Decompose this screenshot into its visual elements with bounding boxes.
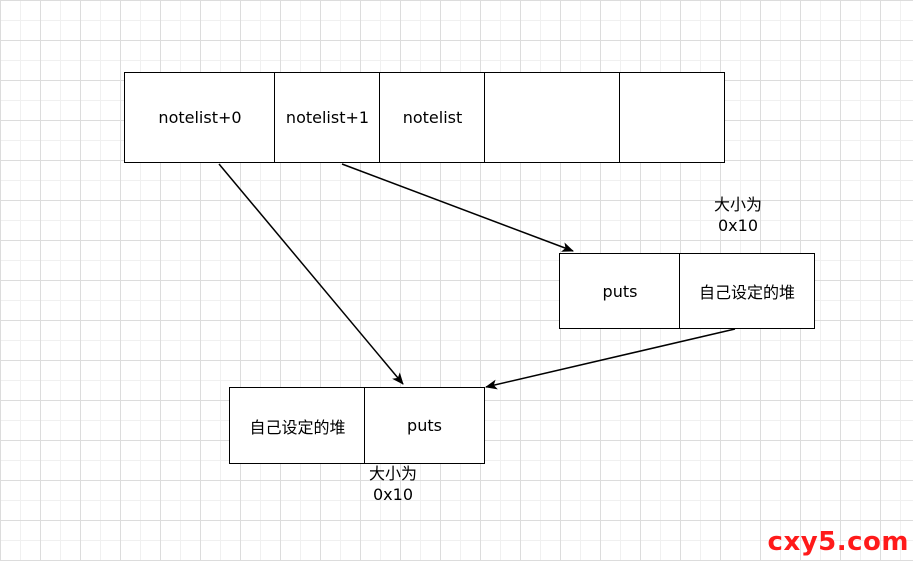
chunk-bottom-size-line1: 大小为: [368, 464, 417, 483]
chunk-right-puts-label: puts: [602, 281, 638, 301]
chunk-right-size-line2: 0x10: [717, 216, 758, 235]
array-cell-1: notelist+1: [274, 73, 380, 162]
watermark-logo: cxy5.com: [767, 527, 909, 557]
array-cell-2: notelist: [379, 73, 485, 162]
array-cell-1-label: notelist+1: [285, 108, 370, 127]
array-cell-2-label: notelist: [402, 108, 463, 127]
chunk-bottom-puts-cell: puts: [364, 388, 484, 463]
arrow-notelist1-to-right-chunk: [341, 163, 574, 252]
chunk-bottom-heap-label: 自己设定的堆: [249, 417, 346, 437]
array-cell-0: notelist+0: [125, 73, 275, 162]
arrow-notelist0-to-bottom-puts: [218, 163, 404, 385]
chunk-right-size-note: 大小为 0x10: [698, 194, 778, 236]
chunk-right-heap-cell: 自己设定的堆: [679, 254, 814, 328]
array-cell-4: [619, 73, 724, 162]
chunk-bottom-heap-cell: 自己设定的堆: [230, 388, 365, 463]
chunk-bottom: 自己设定的堆 puts: [229, 387, 485, 464]
arrow-right-heap-to-bottom-chunk: [485, 328, 736, 390]
chunk-bottom-puts-label: puts: [407, 416, 442, 435]
chunk-bottom-size-note: 大小为 0x10: [353, 463, 433, 505]
chunk-bottom-size-line2: 0x10: [372, 485, 413, 504]
chunk-right-size-line1: 大小为: [713, 195, 762, 214]
array-cell-0-label: notelist+0: [158, 108, 242, 127]
notelist-array: notelist+0 notelist+1 notelist: [124, 72, 725, 163]
chunk-right-heap-label: 自己设定的堆: [698, 283, 795, 302]
chunk-right: puts 自己设定的堆: [559, 253, 815, 329]
array-cell-3: [484, 73, 620, 162]
chunk-right-puts-cell: puts: [560, 254, 680, 328]
